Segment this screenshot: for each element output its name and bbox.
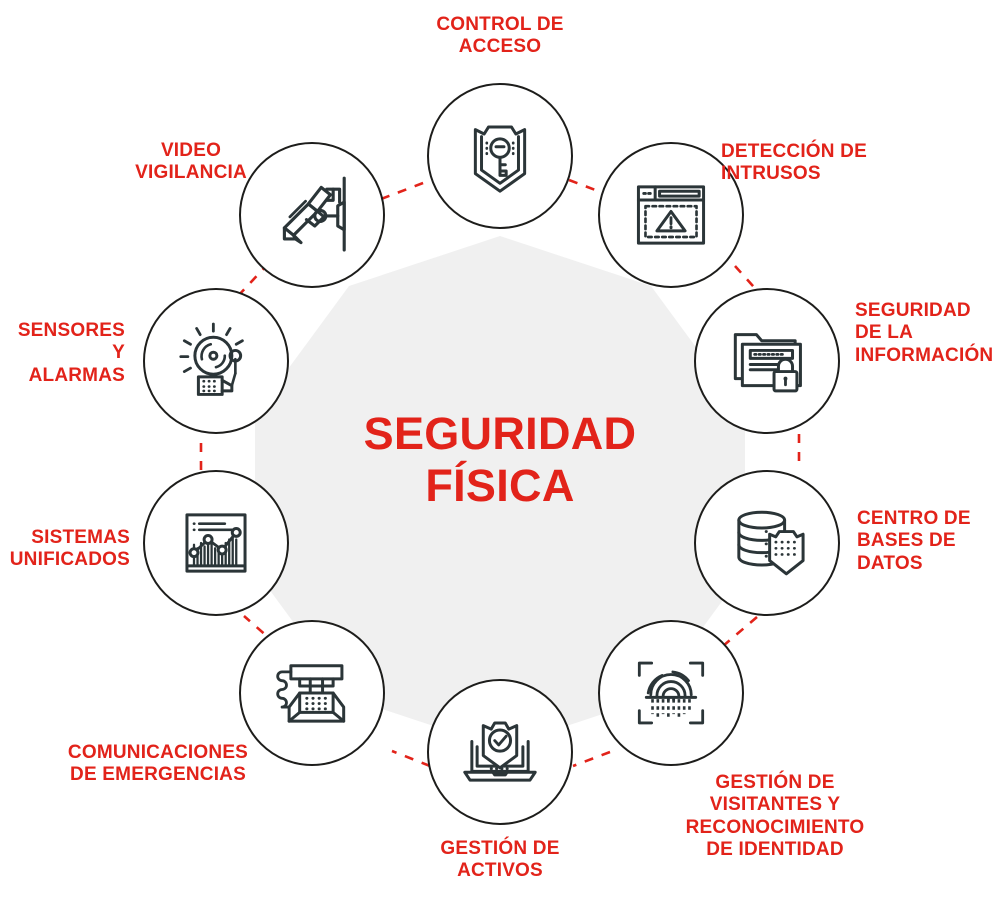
node-control-de-acceso[interactable] [427, 83, 573, 229]
connector-lines [199, 178, 801, 768]
label-control-de-acceso: CONTROL DE ACCESO [436, 14, 564, 58]
label-comunicaciones-emergencia: COMUNICACIONES DE EMERGENCIAS [67, 742, 249, 786]
node-gestion-visitantes[interactable] [598, 620, 744, 766]
label-gestion-visitantes: GESTIÓN DE VISITANTES Y RECONOCIMIENTO D… [685, 772, 865, 861]
node-deteccion-de-intrusos[interactable] [598, 142, 744, 288]
label-sensores-y-alarmas: SENSORES Y ALARMAS [17, 320, 125, 386]
node-sistemas-unificados[interactable] [143, 470, 289, 616]
folder-lock-icon [723, 317, 811, 405]
shield-key-icon [456, 112, 544, 200]
node-gestion-de-activos[interactable] [427, 679, 573, 825]
fingerprint-scan-icon [627, 649, 715, 737]
label-seguridad-informacion: SEGURIDAD DE LA INFORMACIÓN [855, 300, 994, 366]
label-gestion-de-activos: GESTIÓN DE ACTIVOS [440, 838, 560, 882]
laptop-shield-check-icon [456, 708, 544, 796]
desk-telephone-icon [268, 649, 356, 737]
label-video-vigilancia: VIDEO VIGILANCIA [135, 140, 247, 184]
database-shield-icon [723, 499, 811, 587]
center-field [255, 236, 745, 748]
label-centro-bases-de-datos: CENTRO DE BASES DE DATOS [857, 508, 971, 574]
node-sensores-y-alarmas[interactable] [143, 288, 289, 434]
node-centro-bases-de-datos[interactable] [694, 470, 840, 616]
node-seguridad-informacion[interactable] [694, 288, 840, 434]
cctv-camera-icon [266, 169, 358, 261]
label-sistemas-unificados: SISTEMAS UNIFICADOS [9, 527, 130, 571]
node-comunicaciones-emergencia[interactable] [239, 620, 385, 766]
center-title: SEGURIDAD FÍSICA [363, 408, 637, 511]
node-video-vigilancia[interactable] [239, 142, 385, 288]
window-alert-icon [627, 171, 715, 259]
label-deteccion-de-intrusos: DETECCIÓN DE INTRUSOS [721, 141, 867, 185]
dashboard-chart-icon [172, 499, 260, 587]
alarm-bell-icon [172, 317, 260, 405]
